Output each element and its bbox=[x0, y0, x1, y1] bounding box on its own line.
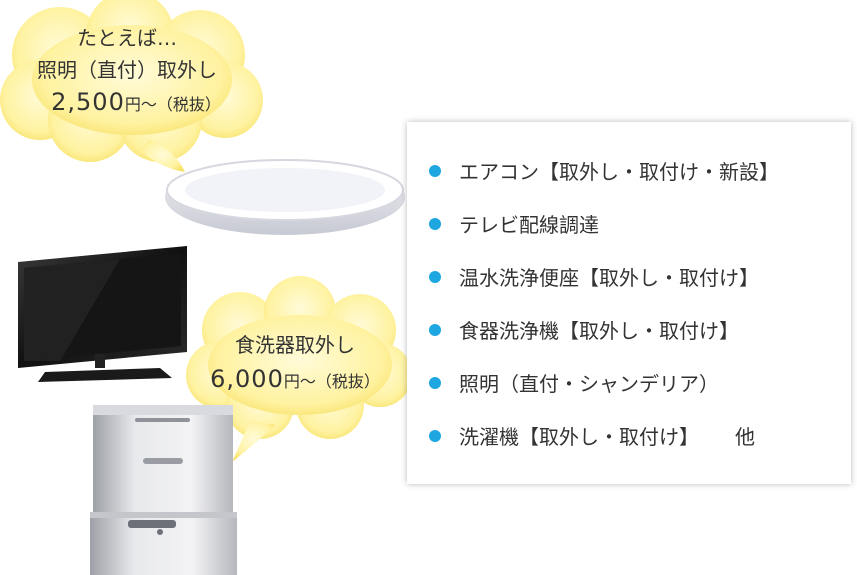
bubble-dishwasher-price: 6,000 bbox=[210, 365, 284, 393]
service-label: 照明（直付・シャンデリア） bbox=[459, 372, 719, 396]
service-label: 温水洗浄便座【取外し・取付け】 bbox=[459, 266, 759, 290]
dishwasher-image bbox=[90, 405, 237, 575]
bullet-icon bbox=[429, 429, 441, 442]
bullet-icon bbox=[429, 376, 441, 389]
bubble-lighting-price-line: 2,500円～（税抜） bbox=[12, 86, 242, 121]
bubble-dishwasher-price-line: 6,000円～（税抜） bbox=[190, 362, 400, 399]
bubble-lighting-unit: 円～（税抜） bbox=[124, 95, 221, 114]
list-item: 食器洗浄機【取外し・取付け】 bbox=[429, 303, 851, 356]
service-label: 食器洗浄機【取外し・取付け】 bbox=[459, 319, 739, 343]
bubble-lighting-price: 2,500 bbox=[51, 88, 125, 116]
bubble-lighting-line1: たとえば… bbox=[77, 26, 177, 50]
bubble-dishwasher-shape bbox=[186, 276, 412, 462]
list-item: エアコン【取外し・取付け・新設】 bbox=[429, 144, 851, 197]
bullet-icon bbox=[429, 323, 441, 336]
list-item: テレビ配線調達 bbox=[429, 197, 851, 250]
service-label: テレビ配線調達 bbox=[459, 213, 599, 237]
ceiling-light-image bbox=[165, 159, 405, 235]
services-panel: エアコン【取外し・取付け・新設】 テレビ配線調達 温水洗浄便座【取外し・取付け】… bbox=[407, 122, 851, 484]
television-image bbox=[18, 246, 187, 382]
service-label: 洗濯機【取外し・取付け】 bbox=[459, 425, 699, 449]
bubble-lighting-shape bbox=[0, 0, 263, 172]
bubble-dishwasher: 食洗器取外し 6,000円～（税抜） bbox=[190, 328, 400, 399]
bullet-icon bbox=[429, 217, 441, 230]
bullet-icon bbox=[429, 164, 441, 177]
bubble-lighting-line2: 照明（直付）取外し bbox=[37, 58, 217, 82]
bubble-lighting: たとえば… 照明（直付）取外し 2,500円～（税抜） bbox=[12, 22, 242, 121]
bubble-dishwasher-unit: 円～（税抜） bbox=[283, 372, 380, 391]
list-item: 洗濯機【取外し・取付け】 他 bbox=[429, 409, 851, 462]
bubble-dishwasher-line1: 食洗器取外し bbox=[235, 333, 355, 357]
list-item: 照明（直付・シャンデリア） bbox=[429, 356, 851, 409]
list-item: 温水洗浄便座【取外し・取付け】 bbox=[429, 250, 851, 303]
bullet-icon bbox=[429, 270, 441, 283]
services-list: エアコン【取外し・取付け・新設】 テレビ配線調達 温水洗浄便座【取外し・取付け】… bbox=[407, 122, 851, 462]
service-extra: 他 bbox=[735, 425, 755, 449]
service-label: エアコン【取外し・取付け・新設】 bbox=[459, 160, 779, 184]
